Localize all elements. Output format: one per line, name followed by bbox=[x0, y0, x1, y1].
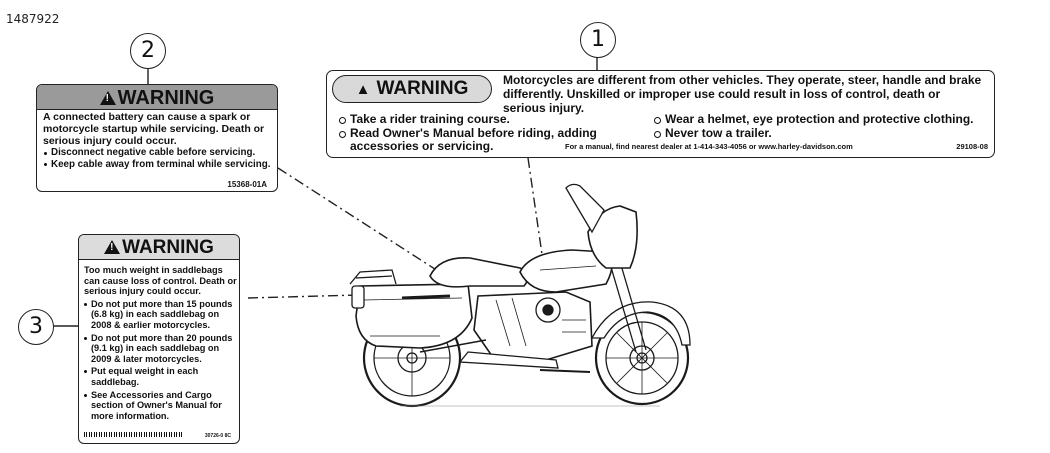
list-item: Take a rider training course. bbox=[337, 112, 642, 127]
warning-pill: ▲ WARNING bbox=[332, 75, 492, 103]
warning-triangle-icon bbox=[99, 91, 116, 105]
label2-header: WARNING bbox=[37, 85, 277, 110]
barcode bbox=[84, 432, 184, 437]
label1-left-list: Take a rider training course. Read Owner… bbox=[337, 112, 642, 154]
label2-code: 15368-01A bbox=[227, 180, 267, 189]
list-item: Disconnect negative cable before servici… bbox=[43, 147, 275, 159]
callout-3: 3 bbox=[18, 309, 54, 345]
warning-label-2: WARNING A connected battery can cause a … bbox=[36, 84, 278, 192]
list-item: Do not put more than 15 pounds (6.8 kg) … bbox=[84, 299, 237, 331]
warning-heading: WARNING bbox=[376, 78, 469, 99]
warning-heading: WARNING bbox=[122, 237, 214, 258]
list-item: Read Owner's Manual before riding, addin… bbox=[337, 126, 642, 154]
label1-intro: Motorcycles are different from other veh… bbox=[503, 73, 982, 115]
label3-body: Too much weight in saddlebags can cause … bbox=[84, 265, 237, 421]
label2-body: A connected battery can cause a spark or… bbox=[43, 111, 275, 170]
list-item: Put equal weight in each saddlebag. bbox=[84, 366, 237, 387]
label1-footer: For a manual, find nearest dealer at 1-4… bbox=[565, 142, 853, 151]
warning-triangle-icon: ▲ bbox=[355, 81, 371, 98]
leader-2 bbox=[277, 167, 456, 283]
label1-code: 29108-08 bbox=[956, 142, 988, 151]
leader-3 bbox=[247, 294, 359, 299]
callout-1: 1 bbox=[580, 22, 616, 58]
callout-2: 2 bbox=[130, 33, 166, 69]
label3-code: 30726-0 8C bbox=[204, 433, 231, 439]
label3-text: Too much weight in saddlebags can cause … bbox=[84, 265, 237, 297]
list-item: See Accessories and Cargo section of Own… bbox=[84, 390, 237, 422]
warning-triangle-icon bbox=[104, 240, 121, 254]
label2-text: A connected battery can cause a spark or… bbox=[43, 111, 265, 147]
list-item: Keep cable away from terminal while serv… bbox=[43, 159, 275, 171]
list-item: Never tow a trailer. bbox=[652, 126, 992, 141]
warning-heading: WARNING bbox=[117, 87, 215, 109]
list-item: Do not put more than 20 pounds (9.1 kg) … bbox=[84, 333, 237, 365]
label1-right-list: Wear a helmet, eye protection and protec… bbox=[652, 112, 992, 141]
warning-label-3: WARNING Too much weight in saddlebags ca… bbox=[78, 234, 240, 444]
motorcycle-drawing bbox=[349, 183, 691, 408]
label3-header: WARNING bbox=[79, 235, 239, 260]
warning-label-1: ▲ WARNING Motorcycles are different from … bbox=[326, 70, 995, 158]
list-item: Wear a helmet, eye protection and protec… bbox=[652, 112, 992, 127]
leader-lines bbox=[54, 57, 598, 327]
figure-id: 1487922 bbox=[6, 12, 60, 26]
